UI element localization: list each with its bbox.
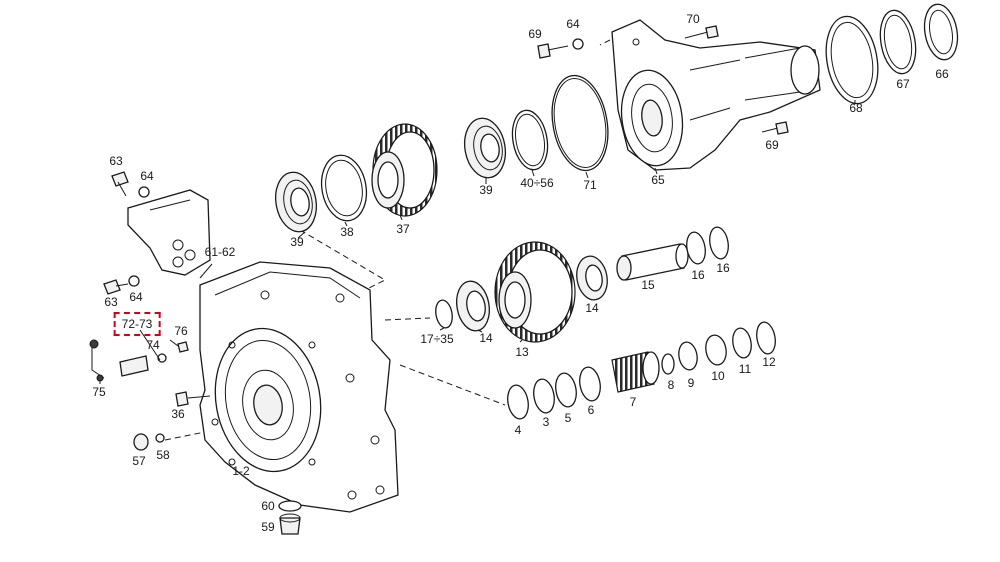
part-label-64: 64: [566, 17, 580, 31]
main-housing: [199, 261, 399, 513]
part-label-12: 12: [762, 355, 776, 369]
part-label-67: 67: [896, 77, 910, 91]
part-label-65: 65: [651, 173, 665, 187]
part-label-7: 7: [629, 395, 637, 409]
seal-rings-71-40: [511, 74, 609, 172]
rings-68-67-66: [825, 3, 959, 105]
output-housing: [611, 19, 821, 171]
part-label-39-lower: 39: [290, 235, 304, 249]
part-label-15: 15: [641, 278, 655, 292]
part-label-16-left: 16: [691, 268, 705, 282]
part-label-74: 74: [146, 338, 160, 352]
part-label-8: 8: [667, 378, 675, 392]
part-label-37: 37: [396, 222, 410, 236]
lower-shaft-parts: [507, 321, 776, 420]
part-label-14-right: 14: [585, 301, 599, 315]
part-label-60: 60: [261, 499, 275, 513]
part-label-36: 36: [171, 407, 185, 421]
part-label-3: 3: [542, 415, 550, 429]
part-label-66: 66: [935, 67, 949, 81]
part-label-5: 5: [564, 411, 572, 425]
part-label-59: 59: [261, 520, 275, 534]
part-label-16-right: 16: [716, 261, 730, 275]
part-label-64-lower: 64: [129, 290, 143, 304]
screws-and-washers: [89, 25, 789, 535]
part-label-10: 10: [711, 369, 725, 383]
part-label-40-56: 40÷56: [520, 176, 554, 190]
part-label-4: 4: [514, 423, 522, 437]
part-label-1-2: 1-2: [232, 464, 250, 478]
part-label-58: 58: [156, 448, 170, 462]
part-label-69: 69: [528, 27, 542, 41]
part-label-63-top: 63: [109, 154, 123, 168]
part-label-69-right: 69: [765, 138, 779, 152]
part-label-64-top: 64: [140, 169, 154, 183]
part-label-57: 57: [132, 454, 146, 468]
part-label-71: 71: [583, 178, 597, 192]
part-label-68: 68: [849, 101, 863, 115]
part-label-14-left: 14: [479, 331, 493, 345]
bracket-61-62: [127, 189, 211, 276]
part-label-63-lower: 63: [104, 295, 118, 309]
part-label-39-upper: 39: [479, 183, 493, 197]
part-label-70: 70: [686, 12, 700, 26]
part-label-75: 75: [92, 385, 106, 399]
bearing-39-upper: [463, 117, 507, 179]
gear-37: [371, 123, 438, 217]
middle-shaft-parts: [435, 226, 729, 343]
part-label-17-35: 17÷35: [420, 332, 454, 346]
part-label-38: 38: [340, 225, 354, 239]
part-label-9: 9: [687, 376, 695, 390]
part-label-13: 13: [515, 345, 529, 359]
part-label-11: 11: [738, 362, 752, 376]
part-label-76: 76: [174, 324, 188, 338]
part-label-72-73-highlighted: 72-73: [113, 312, 161, 336]
ring-38-bearing-39: [274, 154, 368, 233]
part-label-61-62: 61-62: [204, 245, 236, 259]
part-label-6: 6: [587, 403, 595, 417]
